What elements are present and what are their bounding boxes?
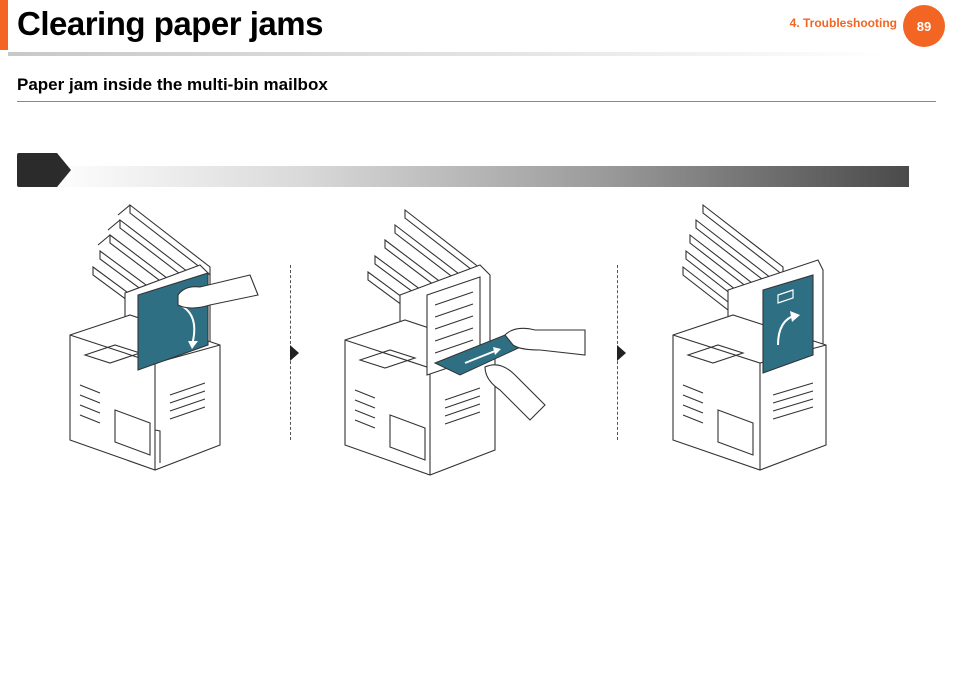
- printer-remove-jammed-paper-icon: [344, 208, 586, 476]
- printer-remove-jammed-paper-illustration: [335, 195, 595, 485]
- printer-open-cover-illustration: [60, 195, 260, 485]
- step-marker-icon: [17, 153, 71, 187]
- printer-close-cover-illustration: [668, 195, 838, 485]
- page-number-badge: 89: [903, 5, 945, 47]
- printer-close-cover-icon: [672, 203, 827, 471]
- step-bar: [45, 166, 909, 187]
- section-heading: Paper jam inside the multi-bin mailbox: [17, 75, 328, 94]
- chapter-label: 4. Troubleshooting: [789, 16, 897, 30]
- title-underline: [8, 52, 888, 56]
- next-step-arrow-icon: [617, 345, 626, 361]
- page-title: Clearing paper jams: [17, 5, 323, 42]
- next-step-arrow-icon: [290, 345, 299, 361]
- title-accent-bar: [0, 0, 8, 50]
- printer-open-cover-icon: [69, 203, 259, 471]
- section-rule: [17, 101, 936, 102]
